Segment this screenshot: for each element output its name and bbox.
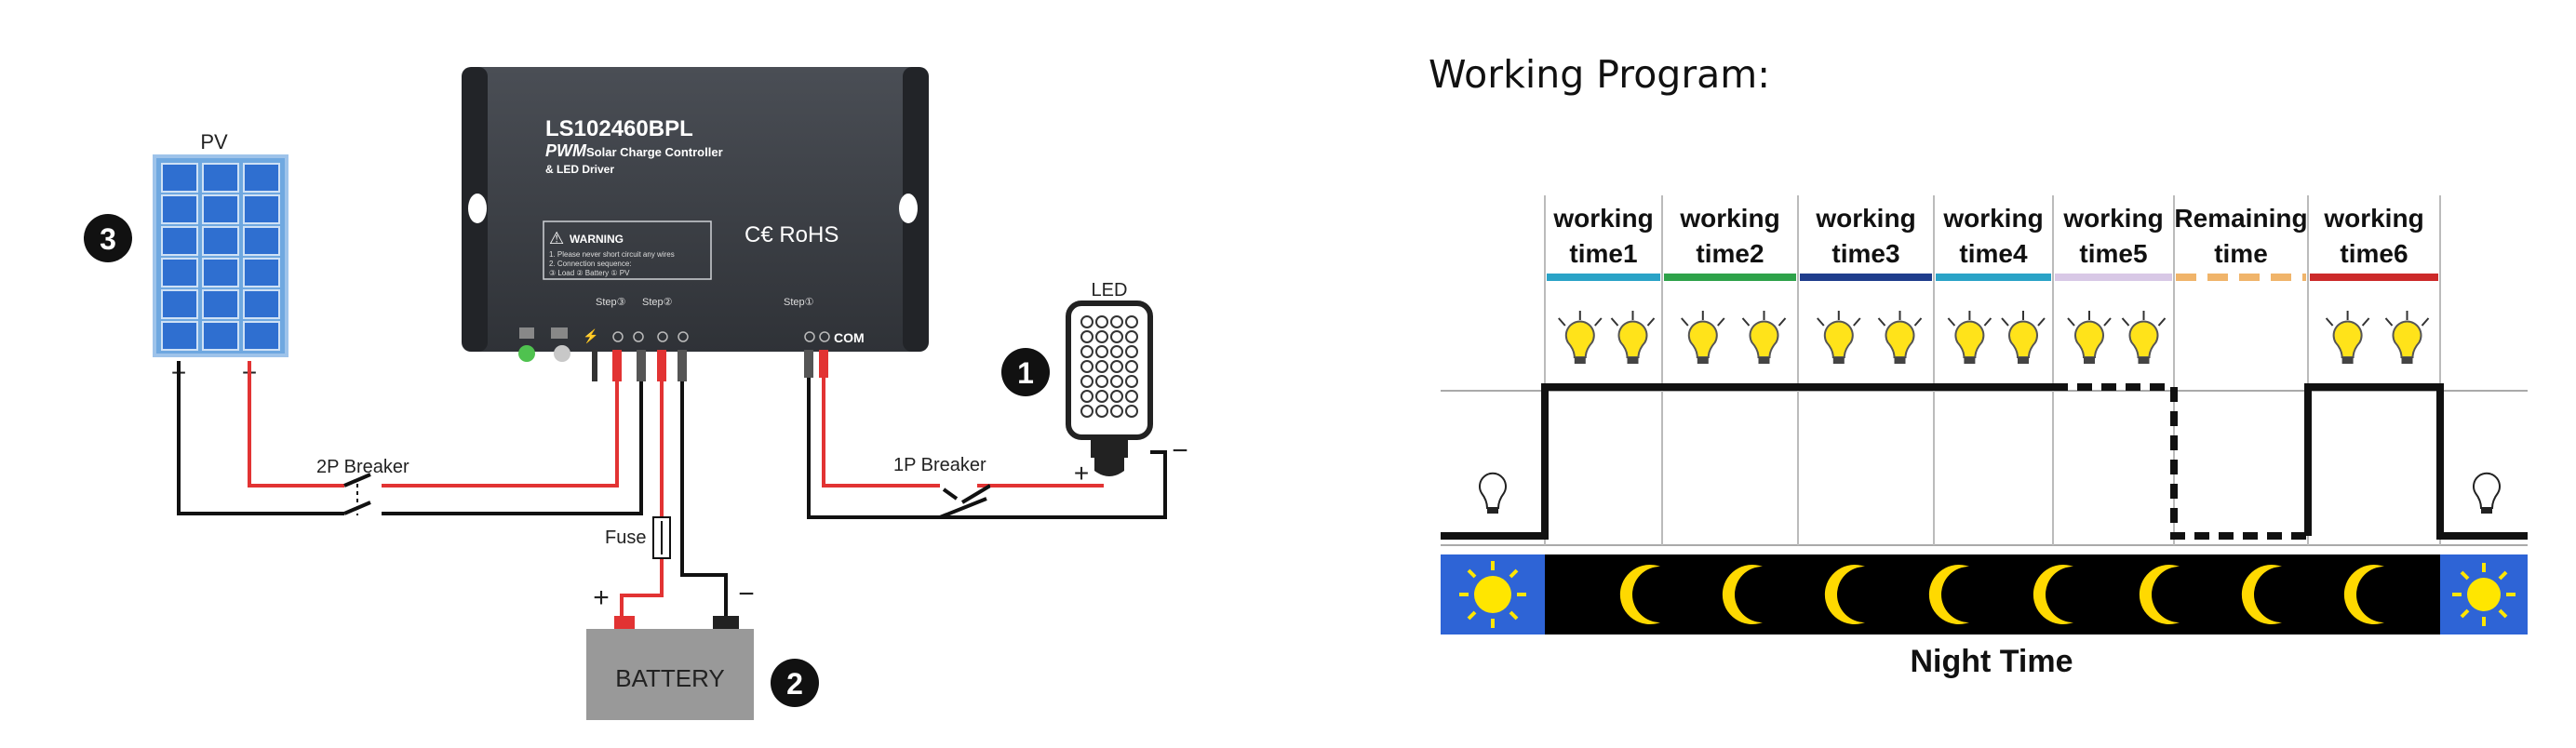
stage-label-line1: Remaining [2174, 204, 2307, 233]
badge-3-text: 3 [100, 222, 116, 256]
battery-wires [620, 381, 728, 616]
status-led-grey [554, 345, 570, 362]
lit-bulb-icon [1947, 311, 1992, 364]
moon-icons [1619, 565, 2384, 624]
lit-bulb-icon [1877, 311, 1923, 364]
step-battery-label: Step② [642, 297, 673, 308]
pv-cells [161, 163, 280, 351]
moon-icon [2241, 565, 2282, 624]
warning-icon: ⚠ [549, 229, 564, 247]
moon-icon [1928, 565, 1969, 624]
warning-title: WARNING [570, 233, 624, 246]
output-waveform [1441, 383, 2528, 540]
off-bulb-left-icon [1479, 472, 1507, 514]
lit-bulb-icon [1817, 311, 1861, 364]
badge-1-text: 1 [1017, 356, 1034, 390]
moon-icon [2343, 565, 2384, 624]
breaker-2p-label: 2P Breaker [316, 457, 409, 477]
controller-model: LS102460BPL [545, 116, 693, 141]
sun-right-icon [2452, 563, 2516, 626]
lit-bulb-icon [2001, 311, 2046, 364]
moon-icon [2139, 565, 2180, 624]
led-wires [807, 378, 1167, 519]
step-pv-label: Step③ [596, 297, 626, 308]
badge-2: 2 [771, 659, 819, 707]
lit-bulb-icon [2067, 311, 2112, 364]
terminal-stubs [592, 350, 828, 381]
led-chips [1080, 315, 1138, 418]
stage-label-line2: time1 [1569, 239, 1637, 268]
stage-label-line2: time3 [1831, 239, 1899, 268]
breaker-1p-label: 1P Breaker [893, 455, 986, 475]
charge-controller: LS102460BPL PWM Solar Charge Controller … [462, 67, 929, 362]
lit-bulb-icon [1558, 311, 1603, 364]
stage-label-line2: time5 [2079, 239, 2147, 268]
stage-label-line1: working [2323, 204, 2423, 233]
controller-pwm: PWM [545, 141, 587, 160]
lit-bulbs [1558, 311, 2430, 364]
working-program-diagram: working time1 working time2 working time3 work… [1441, 195, 2528, 679]
battery-plus-sign: + [593, 582, 610, 613]
lit-bulb-icon [1741, 311, 1787, 364]
sun-left-icon [1459, 561, 1526, 628]
moon-icon [1619, 565, 1660, 624]
battery-minus-sign: − [738, 579, 755, 609]
stage-label-line2: time4 [1959, 239, 2028, 268]
status-led-green [518, 345, 535, 362]
stage-label-line2: time2 [1696, 239, 1764, 268]
fuse-label: Fuse [605, 528, 646, 548]
terminal-screws [612, 331, 830, 342]
lit-bulb-icon [1681, 311, 1725, 364]
controller-subtitle: Solar Charge Controller [586, 145, 723, 159]
led-label: LED [1092, 280, 1128, 301]
stage-label-line1: working [2062, 204, 2163, 233]
off-bulb-right-icon [2473, 472, 2501, 514]
stage-label-line1: working [1942, 204, 2043, 233]
led-plus-sign: + [1074, 459, 1089, 488]
stage-label-line1: working [1679, 204, 1779, 233]
wiring-diagram: PV − + 3 LS102460BPL PWM Solar Charge Co… [84, 67, 1188, 720]
battery-label: BATTERY [615, 664, 725, 692]
sun-status-icon: ⚡ [583, 328, 598, 344]
night-block [1545, 554, 2440, 634]
lit-bulb-icon [2325, 311, 2370, 364]
night-time-label: Night Time [1910, 644, 2073, 679]
stage-label-line1: working [1815, 204, 1915, 233]
fuse: Fuse [605, 516, 671, 559]
moon-icon [1722, 565, 1763, 624]
battery: BATTERY + − [586, 579, 755, 720]
step-load-label: Step① [784, 297, 814, 308]
badge-1: 1 [1001, 348, 1050, 396]
led-lamp: LED + − [1066, 280, 1188, 488]
moon-icon [2033, 565, 2073, 624]
stage-label-line2: time [2214, 239, 2268, 268]
warning-line3: ③ Load ② Battery ① PV [549, 269, 630, 277]
controller-subtitle2: & LED Driver [545, 163, 614, 176]
lit-bulb-icon [2121, 311, 2167, 364]
led-minus-sign: − [1172, 435, 1188, 466]
moon-icon [1824, 565, 1865, 624]
badge-3: 3 [84, 214, 132, 262]
badge-2-text: 2 [786, 667, 803, 701]
solar-icon [519, 327, 534, 339]
ce-rohs-label: C€ RoHS [745, 222, 839, 247]
warning-line2: 2. Connection sequence: [549, 260, 632, 268]
lit-bulb-icon [2384, 311, 2430, 364]
pv-panel: PV − + [153, 130, 288, 387]
warning-line1: 1. Please never short circuit any wires [549, 250, 675, 259]
stage-label-line1: working [1552, 204, 1653, 233]
breaker-2p: 2P Breaker [316, 457, 409, 515]
pv-label: PV [200, 130, 228, 154]
battery-icon [551, 327, 568, 339]
com-label: COM [834, 330, 865, 345]
warning-box [543, 220, 712, 280]
working-program-title: Working Program: [1429, 52, 1771, 97]
pv-wires [177, 361, 643, 515]
stage-label-line2: time6 [2340, 239, 2408, 268]
stage-headers: working time1 working time2 working time3 work… [1552, 204, 2423, 268]
lit-bulb-icon [1610, 311, 1656, 364]
